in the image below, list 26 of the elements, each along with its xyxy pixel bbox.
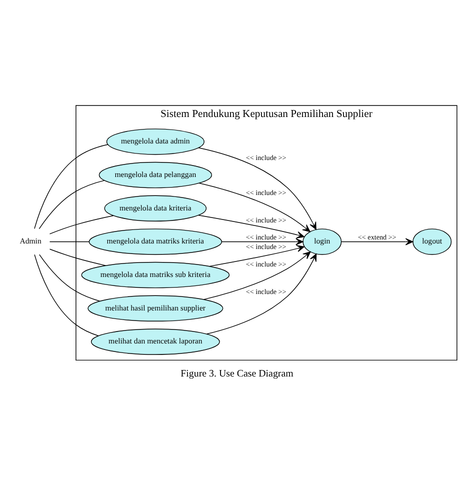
arrow [208, 245, 305, 267]
node-ellipse: login [302, 228, 342, 255]
node-ellipse: logout [412, 228, 452, 255]
connector [34, 254, 99, 336]
connector [38, 180, 105, 230]
connector [49, 215, 114, 234]
node-ellipse: mengelola data kriteria [104, 195, 207, 222]
connector [49, 248, 106, 266]
arrow [198, 147, 316, 230]
connector [39, 254, 100, 302]
node-ellipse: melihat hasil pemilihan supplier [88, 295, 224, 322]
connector [34, 144, 108, 229]
connector [49, 241, 90, 242]
node-ellipse: mengelola data admin [106, 128, 204, 155]
caption: Figure 3. Use Case Diagram [180, 368, 294, 380]
arrow [198, 182, 310, 232]
node-ellipse: mengelola data matriks kriteria [88, 228, 222, 255]
arrow [203, 252, 311, 300]
node-ellipse: mengelola data matriks sub kriteria [81, 262, 230, 288]
node-ellipse: mengelola data pelanggan [98, 162, 212, 188]
arrow [341, 238, 414, 246]
arrow [206, 254, 317, 334]
node-ellipse: melihat dan mencetak laporan [90, 328, 220, 355]
node-text: Admin [20, 236, 42, 246]
arrow [198, 214, 305, 238]
arrow [221, 238, 304, 246]
